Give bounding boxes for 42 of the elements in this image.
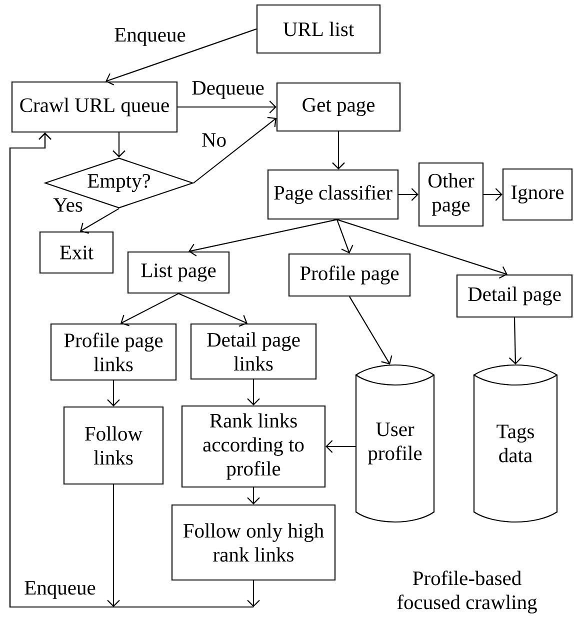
arrow	[193, 116, 276, 184]
process-box: Rank links according to profile	[181, 405, 326, 488]
arrow	[484, 188, 502, 201]
arrow	[247, 488, 260, 504]
arrow	[398, 188, 418, 201]
arrow	[247, 380, 260, 406]
arrow	[112, 132, 126, 158]
process-box: Page classifier	[267, 169, 399, 220]
process-box: Ignore	[502, 168, 573, 221]
edge-label: Enqueue	[24, 580, 96, 600]
arrow	[336, 219, 508, 279]
edge-label: Enqueue	[114, 28, 186, 46]
process-box: Follow links	[63, 406, 164, 485]
process-box: Get page	[276, 82, 401, 132]
process-box: Follow only high rank links	[171, 504, 336, 581]
caption: Profile-based focused crawling	[397, 570, 537, 614]
arrow	[336, 219, 354, 254]
arrow	[9, 132, 260, 608]
arrow	[349, 296, 392, 364]
database-cylinder: Tags data	[473, 364, 558, 523]
process-box: Profile page	[288, 253, 411, 297]
edge-label: Dequeue	[191, 80, 265, 100]
edge-label: No	[200, 132, 228, 148]
process-box: URL list	[256, 4, 381, 54]
arrow	[106, 28, 257, 86]
process-box: List page	[127, 251, 230, 294]
process-box: Detail page	[456, 274, 573, 318]
arrow	[326, 440, 356, 453]
arrow	[332, 132, 345, 170]
arrow	[120, 293, 179, 326]
arrow	[107, 380, 120, 406]
arrow	[80, 208, 120, 234]
process-box: Profile page links	[50, 323, 177, 381]
process-box: Other page	[418, 162, 484, 227]
process-box: Exit	[39, 231, 114, 274]
database-cylinder: User profile	[355, 364, 435, 522]
arrow	[508, 318, 522, 364]
process-box: Detail page links	[190, 323, 317, 380]
arrow	[178, 293, 248, 327]
arrow	[188, 219, 338, 256]
arrow	[178, 100, 276, 114]
process-box: Crawl URL queue	[11, 81, 178, 133]
